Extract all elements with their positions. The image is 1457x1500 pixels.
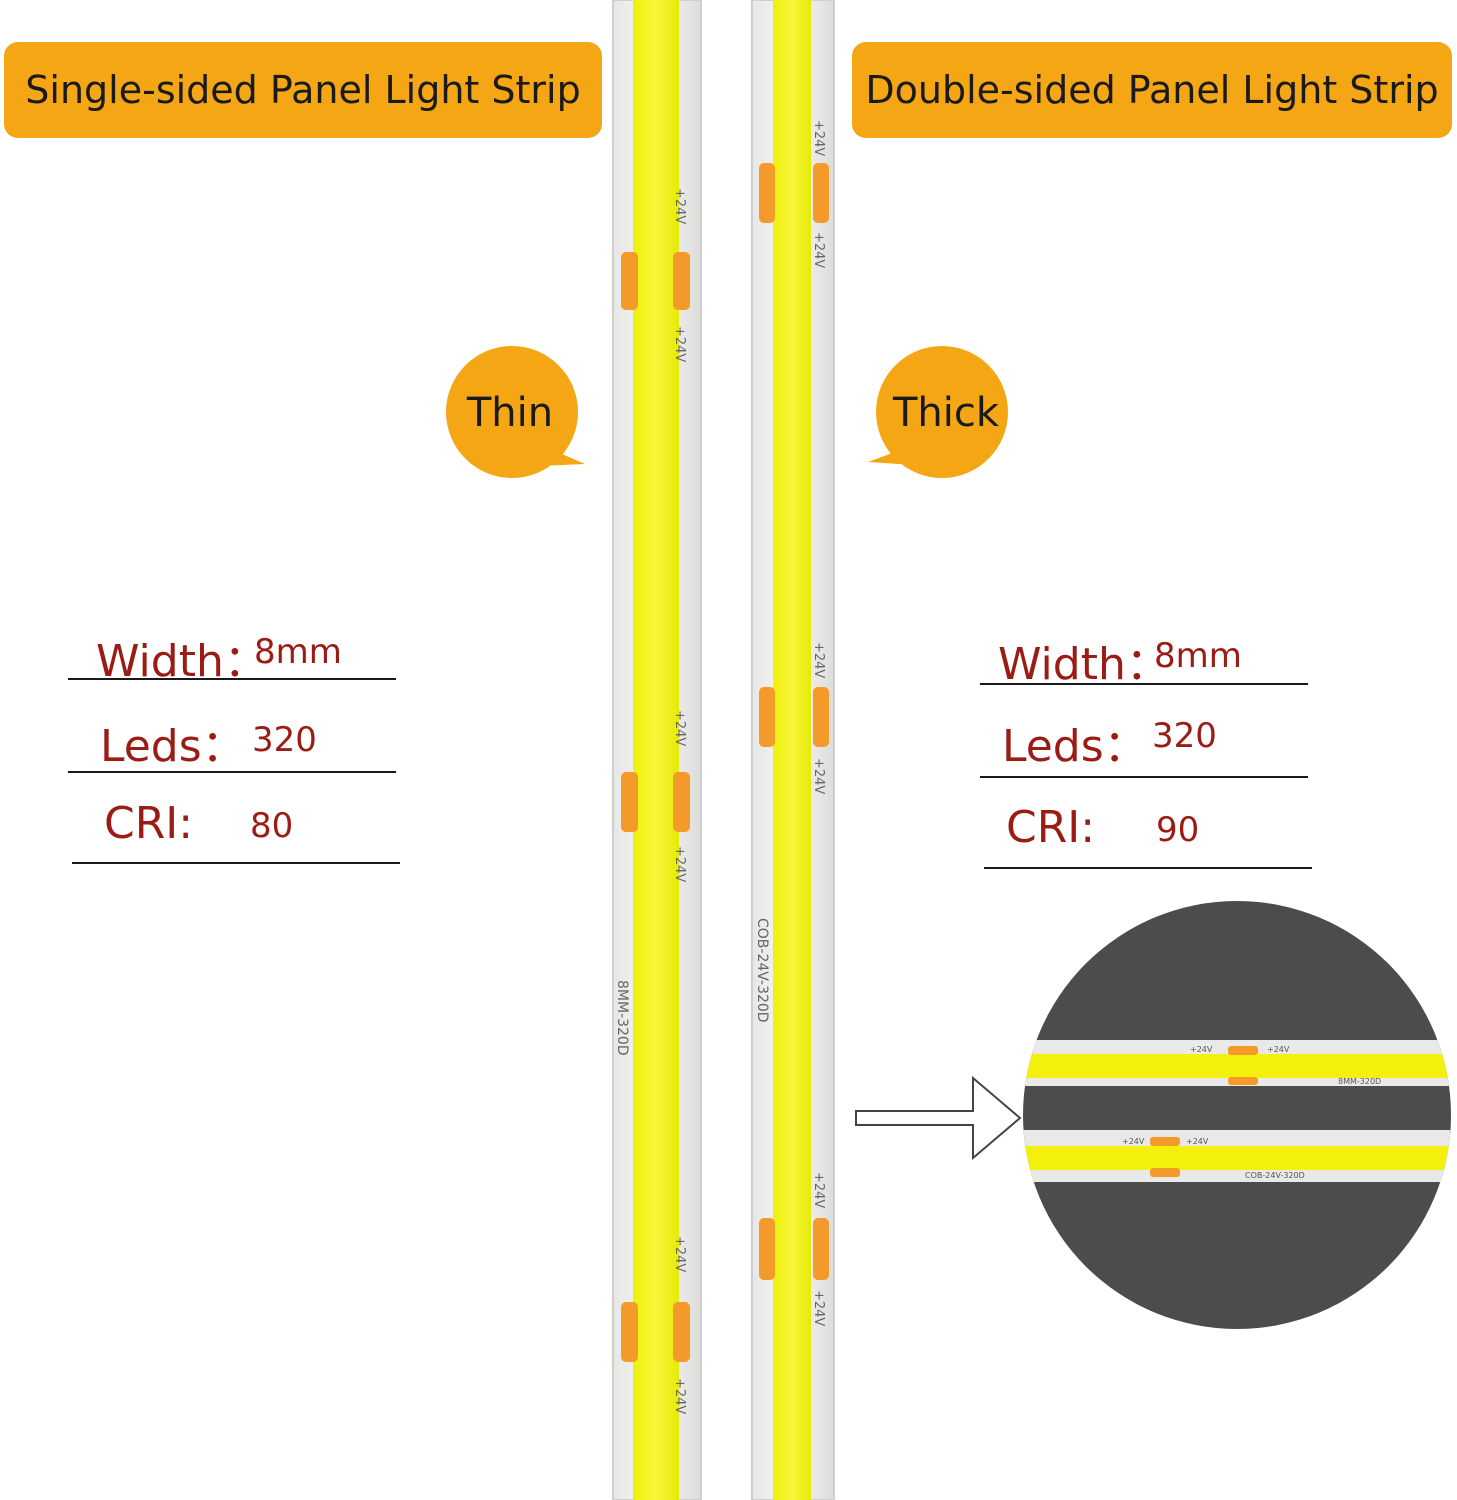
thin-voltage-mark: +24V	[672, 1236, 687, 1272]
thick-model-mark: COB-24V-320D	[754, 918, 770, 1023]
thin-strip: +24V +24V +24V +24V +24V +24V 8MM-320D	[612, 0, 702, 1500]
thick-voltage-mark: +24V	[811, 1290, 826, 1326]
spec-value: 90	[1156, 810, 1200, 850]
thick-bubble-text: Thick	[892, 390, 1000, 436]
inset-model-mark: 8MM-320D	[1338, 1077, 1381, 1086]
thick-bubble: Thick	[868, 346, 1008, 478]
thin-voltage-mark: +24V	[672, 326, 687, 362]
spec-value: 8mm	[1154, 636, 1242, 676]
inset-voltage-mark: +24V	[1267, 1045, 1290, 1054]
spec-value: 320	[252, 720, 317, 760]
comparison-inset: +24V +24V 8MM-320D +24V +24V COB-24V-320…	[1023, 901, 1451, 1329]
thin-bubble: Thin	[446, 346, 585, 478]
spec-label: CRI:	[104, 798, 194, 849]
thick-voltage-mark: +24V	[811, 120, 826, 156]
thick-strip: +24V +24V +24V +24V +24V +24V COB-24V-32…	[751, 0, 835, 1500]
inset-voltage-mark: +24V	[1190, 1045, 1213, 1054]
divider	[980, 776, 1308, 778]
spec-label: Leds：	[100, 721, 246, 772]
right-arrow-icon	[855, 1075, 1022, 1161]
divider	[984, 867, 1312, 869]
thick-voltage-mark: +24V	[811, 1172, 826, 1208]
thick-strip-pads	[759, 163, 829, 1280]
single-sided-banner-text: Single-sided Panel Light Strip	[25, 68, 581, 112]
thin-voltage-mark: +24V	[672, 1378, 687, 1414]
divider	[72, 862, 400, 864]
thin-voltage-mark: +24V	[672, 188, 687, 224]
inset-model-mark: COB-24V-320D	[1245, 1171, 1305, 1180]
spec-value: 320	[1152, 716, 1217, 756]
thin-bubble-text: Thin	[466, 390, 553, 436]
spec-label: Width：	[998, 639, 1170, 690]
inset-voltage-mark: +24V	[1186, 1137, 1209, 1146]
spec-value: 8mm	[254, 632, 342, 672]
spec-label: CRI:	[1006, 802, 1096, 853]
divider	[68, 771, 396, 773]
single-sided-banner: Single-sided Panel Light Strip	[4, 42, 602, 138]
inset-voltage-mark: +24V	[1122, 1137, 1145, 1146]
spec-label: Leds：	[1002, 721, 1148, 772]
thick-voltage-mark: +24V	[811, 758, 826, 794]
double-sided-banner: Double-sided Panel Light Strip	[852, 42, 1452, 138]
thin-voltage-mark: +24V	[672, 846, 687, 882]
thin-strip-pads	[621, 252, 690, 1362]
spec-value: 80	[250, 806, 294, 846]
divider	[980, 683, 1308, 685]
divider	[68, 678, 396, 680]
thick-voltage-mark: +24V	[811, 642, 826, 678]
thin-model-mark: 8MM-320D	[614, 980, 630, 1056]
thick-voltage-mark: +24V	[811, 232, 826, 268]
thin-voltage-mark: +24V	[672, 710, 687, 746]
double-sided-banner-text: Double-sided Panel Light Strip	[865, 68, 1439, 112]
